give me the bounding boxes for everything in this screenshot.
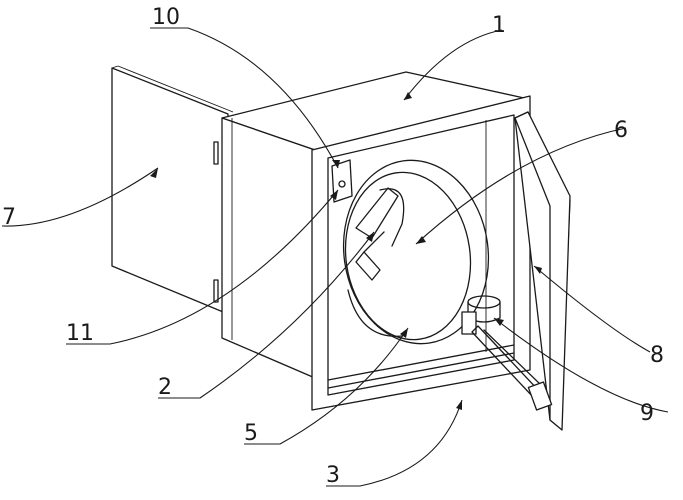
hinge-upper <box>213 141 219 165</box>
label-7: 7 <box>2 205 16 230</box>
leader-2 <box>158 231 375 399</box>
housing <box>221 71 531 411</box>
leader-3 <box>326 399 463 487</box>
label-1: 1 <box>492 13 506 38</box>
hinge-lower <box>213 279 219 303</box>
leader-7 <box>1 167 159 227</box>
label-5: 5 <box>244 421 258 446</box>
part-labels: 1 10 6 7 8 11 2 9 5 3 <box>2 5 664 488</box>
leader-5 <box>244 327 409 445</box>
sensor-indicator <box>338 180 346 188</box>
leader-8 <box>533 265 651 353</box>
label-6: 6 <box>614 118 628 143</box>
label-3: 3 <box>326 463 340 488</box>
damper-blade <box>355 187 405 281</box>
leader-6 <box>415 127 627 245</box>
label-9: 9 <box>640 401 654 426</box>
label-11: 11 <box>66 321 94 346</box>
actuator <box>461 295 553 411</box>
left-door <box>111 65 234 315</box>
leader-lines <box>1 27 669 487</box>
right-door <box>514 111 571 431</box>
leader-10 <box>150 27 339 169</box>
label-8: 8 <box>650 343 664 368</box>
leader-9 <box>493 317 669 413</box>
duct-ring <box>342 159 490 345</box>
label-2: 2 <box>158 375 172 400</box>
leader-1 <box>403 29 503 101</box>
label-10: 10 <box>152 5 180 30</box>
leader-11 <box>66 189 339 345</box>
